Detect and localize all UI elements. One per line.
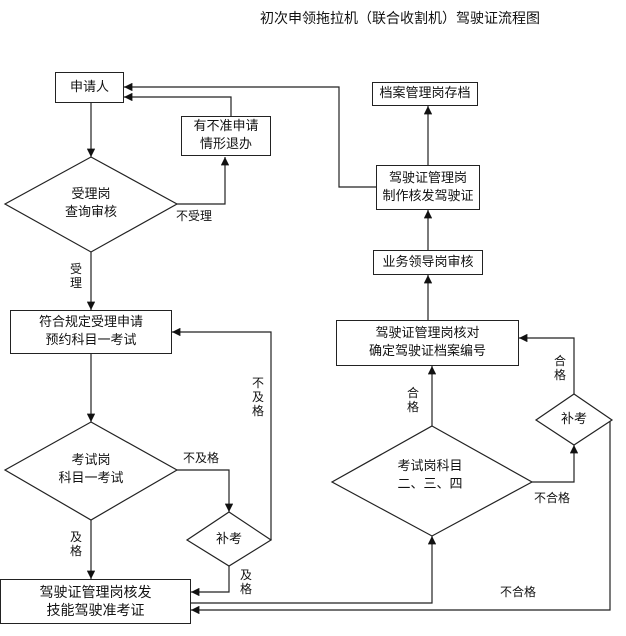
node-withdraw: 有不准申请 情形退办 <box>181 116 271 156</box>
node-verify-number: 驾驶证管理岗核对 确定驾驶证档案编号 <box>336 320 519 366</box>
edge-label-fail-exam234: 不合格 <box>534 491 571 505</box>
node-make-license: 驾驶证管理岗 制作核发驾驶证 <box>376 165 480 210</box>
edge-label-fail-exam1: 不及格 <box>183 451 220 465</box>
node-issue-permit-line2: 技能驾驶准考证 <box>46 602 145 619</box>
node-applicant-label: 申请人 <box>69 79 109 95</box>
diamond-accept-review <box>3 156 179 253</box>
diamond-retake-left <box>185 511 273 567</box>
edge-not-accepted <box>177 157 230 205</box>
edge-label-pass-exam234: 合格 <box>406 386 420 414</box>
edge-label-pass-retake-right-text: 合格 <box>553 354 567 382</box>
vertical-label-char: 及 <box>239 568 252 582</box>
node-accept-review-line2: 查询审核 <box>64 205 117 220</box>
node-verify-number-line1: 驾驶证管理岗核对 <box>375 326 480 341</box>
node-archive-label: 档案管理岗存档 <box>379 86 471 101</box>
node-applicant: 申请人 <box>55 72 124 103</box>
node-verify-number-line2: 确定驾驶证档案编号 <box>368 344 486 359</box>
node-withdraw-line1: 有不准申请 <box>193 119 259 134</box>
node-retake-left-label: 补考 <box>215 532 242 547</box>
node-retake-right-label: 补考 <box>560 412 587 427</box>
edge-label-fail-retake-left-text: 不及格 <box>251 376 265 418</box>
edge-label-pass-exam234-text: 合格 <box>406 386 420 414</box>
vertical-label-char: 格 <box>406 400 419 414</box>
vertical-label-char: 及 <box>251 390 264 404</box>
node-retake-right: 补考 <box>544 410 604 430</box>
node-exam1-line1: 考试岗 <box>71 453 111 468</box>
vertical-label-char: 理 <box>69 276 82 290</box>
node-leader-review: 业务领导岗审核 <box>373 250 483 275</box>
vertical-label-char: 格 <box>239 582 252 596</box>
edge-label-pass-retake-left-text: 及格 <box>239 568 253 596</box>
edge-label-pass-retake-right: 合格 <box>553 354 567 382</box>
edge-label-fail-retake-left: 不及格 <box>251 376 265 418</box>
vertical-label-char: 格 <box>553 368 566 382</box>
node-leader-review-label: 业务领导岗审核 <box>382 254 474 270</box>
node-issue-permit: 驾驶证管理岗核发 技能驾驶准考证 <box>0 579 191 624</box>
edge-retake-right-fail <box>191 420 611 615</box>
node-issue-permit-line1: 驾驶证管理岗核发 <box>39 584 152 601</box>
edge-issue-to-exam234 <box>191 536 437 604</box>
vertical-label-char: 合 <box>406 386 419 400</box>
edge-label-pass-retake-left: 及格 <box>239 568 253 596</box>
edge-retake-left-pass <box>191 566 230 597</box>
node-accept-review: 受理岗 查询审核 <box>41 184 141 224</box>
node-withdraw-line2: 情形退办 <box>199 137 252 152</box>
node-appointment: 符合规定受理申请 预约科目一考试 <box>10 310 172 354</box>
diamond-exam1 <box>3 421 179 521</box>
node-exam234-line2: 二、三、四 <box>397 477 463 492</box>
node-exam1-line2: 科目一考试 <box>58 471 124 486</box>
node-archive: 档案管理岗存档 <box>372 82 478 106</box>
vertical-label-char: 不 <box>251 376 264 390</box>
diamond-exam234 <box>330 425 534 537</box>
vertical-label-char: 合 <box>553 354 566 368</box>
node-exam1: 考试岗 科目一考试 <box>41 450 141 490</box>
node-make-license-line1: 驾驶证管理岗 <box>388 170 467 186</box>
edge-label-not-accepted: 不受理 <box>176 209 213 223</box>
node-accept-review-line1: 受理岗 <box>71 187 111 202</box>
node-make-license-line2: 制作核发驾驶证 <box>382 188 474 204</box>
page-title: 初次申领拖拉机（联合收割机）驾驶证流程图 <box>260 11 540 27</box>
node-appointment-line1: 符合规定受理申请 <box>38 315 143 330</box>
node-retake-left: 补考 <box>199 530 259 550</box>
edge-exam234-fail <box>532 445 579 483</box>
edge-withdraw-to-applicant <box>124 92 232 116</box>
edge-label-pass-exam1: 及格 <box>69 530 83 558</box>
node-exam234: 考试岗科目 二、三、四 <box>380 456 480 496</box>
edge-label-pass-exam1-text: 及格 <box>69 530 83 558</box>
diamond-retake-right <box>534 393 614 446</box>
node-appointment-line2: 预约科目一考试 <box>45 333 137 348</box>
node-exam234-line1: 考试岗科目 <box>397 459 463 474</box>
edge-label-accepted-text: 受理 <box>69 262 83 290</box>
edge-label-fail-retake-right: 不合格 <box>500 585 537 599</box>
vertical-label-char: 格 <box>251 404 264 418</box>
edge-exam1-fail <box>177 469 234 512</box>
vertical-label-char: 受 <box>69 262 82 276</box>
edge-retake-right-pass <box>519 333 575 394</box>
vertical-label-char: 格 <box>69 544 82 558</box>
vertical-label-char: 及 <box>69 530 82 544</box>
edge-label-accepted: 受理 <box>69 262 83 290</box>
edge-retake-left-fail <box>172 327 272 540</box>
edge-make-to-applicant <box>124 82 376 188</box>
